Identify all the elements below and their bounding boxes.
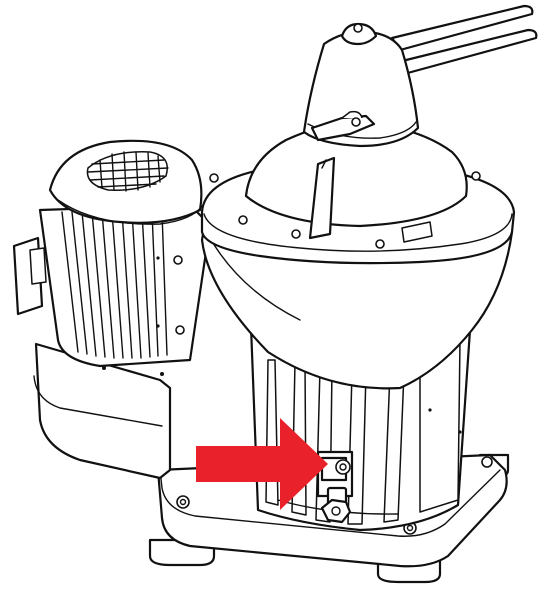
outlet-pipes	[390, 4, 538, 76]
motor-body	[38, 203, 212, 368]
bowl-hood	[244, 120, 468, 228]
screw	[375, 239, 385, 249]
frame-rib	[265, 359, 279, 506]
screw	[471, 171, 481, 181]
screw	[291, 229, 301, 239]
bolt	[481, 456, 493, 468]
fan-grille	[86, 151, 169, 192]
red-arrow-icon	[196, 418, 328, 510]
bowl-housing	[200, 120, 516, 390]
hex-nut	[320, 498, 352, 524]
bolt	[173, 255, 183, 265]
frame-rib	[347, 371, 367, 525]
hood-handle	[308, 156, 336, 240]
rim-latch	[401, 221, 433, 243]
housing-lower	[200, 226, 514, 390]
nut	[335, 459, 351, 475]
inlet-assembly	[302, 4, 538, 148]
motor-pedestal	[34, 342, 172, 480]
electric-motor	[12, 139, 212, 480]
bolt	[176, 495, 190, 509]
bolt	[175, 325, 185, 335]
motor-cooling-fins	[61, 211, 168, 359]
cap-nut	[340, 22, 378, 46]
screw	[238, 215, 248, 225]
indicator-arrow	[196, 418, 328, 510]
screw	[209, 173, 219, 183]
